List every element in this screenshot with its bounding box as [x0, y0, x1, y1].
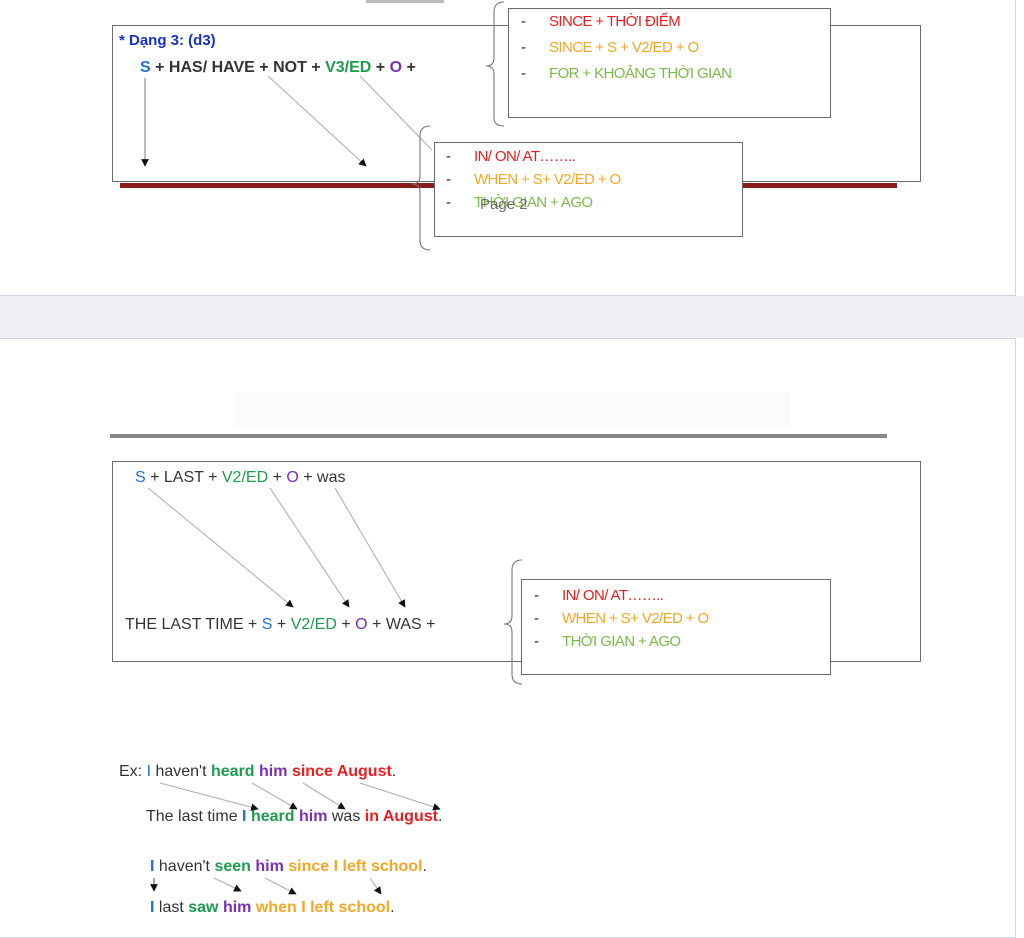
d3-heading: * Dạng 3: (d3) — [119, 32, 216, 49]
page-gap — [0, 296, 1024, 338]
formula-part: + — [371, 59, 390, 76]
formula-subject: S — [261, 616, 273, 633]
time-options-box-2 — [521, 579, 831, 675]
page-number-label: Page 2 — [480, 196, 528, 213]
formula-object: O — [355, 616, 368, 633]
list-item: -THỜI GIAN + AGO — [534, 633, 681, 650]
formula-verb: V3/ED — [325, 59, 372, 76]
formula-verb: V2/ED — [221, 469, 269, 486]
time-options-list-2: -IN/ ON/ AT…….. -WHEN + S+ V2/ED + O -TH… — [534, 584, 709, 653]
list-item: -IN/ ON/ AT…….. — [534, 587, 664, 604]
example-1: Ex: I haven't heard him since August. — [119, 763, 397, 780]
list-item: -SINCE + S + V2/ED + O — [521, 39, 699, 56]
list-item: -WHEN + S+ V2/ED + O — [534, 610, 709, 627]
formula-part: + HAS/ HAVE + NOT + — [150, 59, 326, 76]
formula-object: O — [286, 469, 299, 486]
formula-part: + WAS + — [367, 616, 436, 633]
formula-object: O — [389, 59, 403, 76]
formula-part: THE LAST TIME + — [125, 616, 262, 633]
list-item: -SINCE + THỜI ĐIỂM — [521, 13, 681, 30]
list-item: -THỜI GIAN + AGO — [446, 194, 593, 211]
formula-part: + — [272, 616, 291, 633]
faint-header-area — [235, 392, 790, 428]
gray-rule — [110, 434, 887, 438]
since-options-box — [508, 8, 831, 118]
since-options-list: -SINCE + THỜI ĐIỂM -SINCE + S + V2/ED + … — [521, 9, 732, 87]
list-item: -IN/ ON/ AT…….. — [446, 148, 576, 165]
time-options-box-1 — [434, 142, 743, 237]
top-gray-line — [366, 0, 444, 3]
list-item: -WHEN + S+ V2/ED + O — [446, 171, 621, 188]
time-options-list-1: -IN/ ON/ AT…….. -WHEN + S+ V2/ED + O -TH… — [446, 145, 621, 214]
d3-heading-text: * Dạng 3: (d3) — [119, 32, 216, 49]
formula-subject: S — [135, 469, 146, 486]
last-formula-bottom: THE LAST TIME + S + V2/ED + O + WAS + — [125, 616, 436, 634]
example-4: I last saw him when I left school. — [150, 899, 395, 916]
formula-part: + — [268, 469, 287, 486]
formula-subject: S — [140, 59, 151, 76]
formula-part: + was — [298, 469, 346, 486]
formula-part: + — [336, 616, 356, 633]
formula-part: + — [402, 59, 416, 76]
list-item: -FOR + KHOẢNG THỜI GIAN — [521, 65, 732, 82]
formula-part: + LAST + — [145, 469, 222, 486]
example-3: I haven't seen him since I left school. — [150, 858, 427, 875]
example-2: The last time I heard him was in August. — [146, 808, 443, 825]
last-formula-top: S + LAST + V2/ED + O + was — [135, 469, 346, 487]
formula-verb: V2/ED — [290, 616, 337, 633]
d3-formula: S + HAS/ HAVE + NOT + V3/ED + O + — [140, 59, 416, 77]
